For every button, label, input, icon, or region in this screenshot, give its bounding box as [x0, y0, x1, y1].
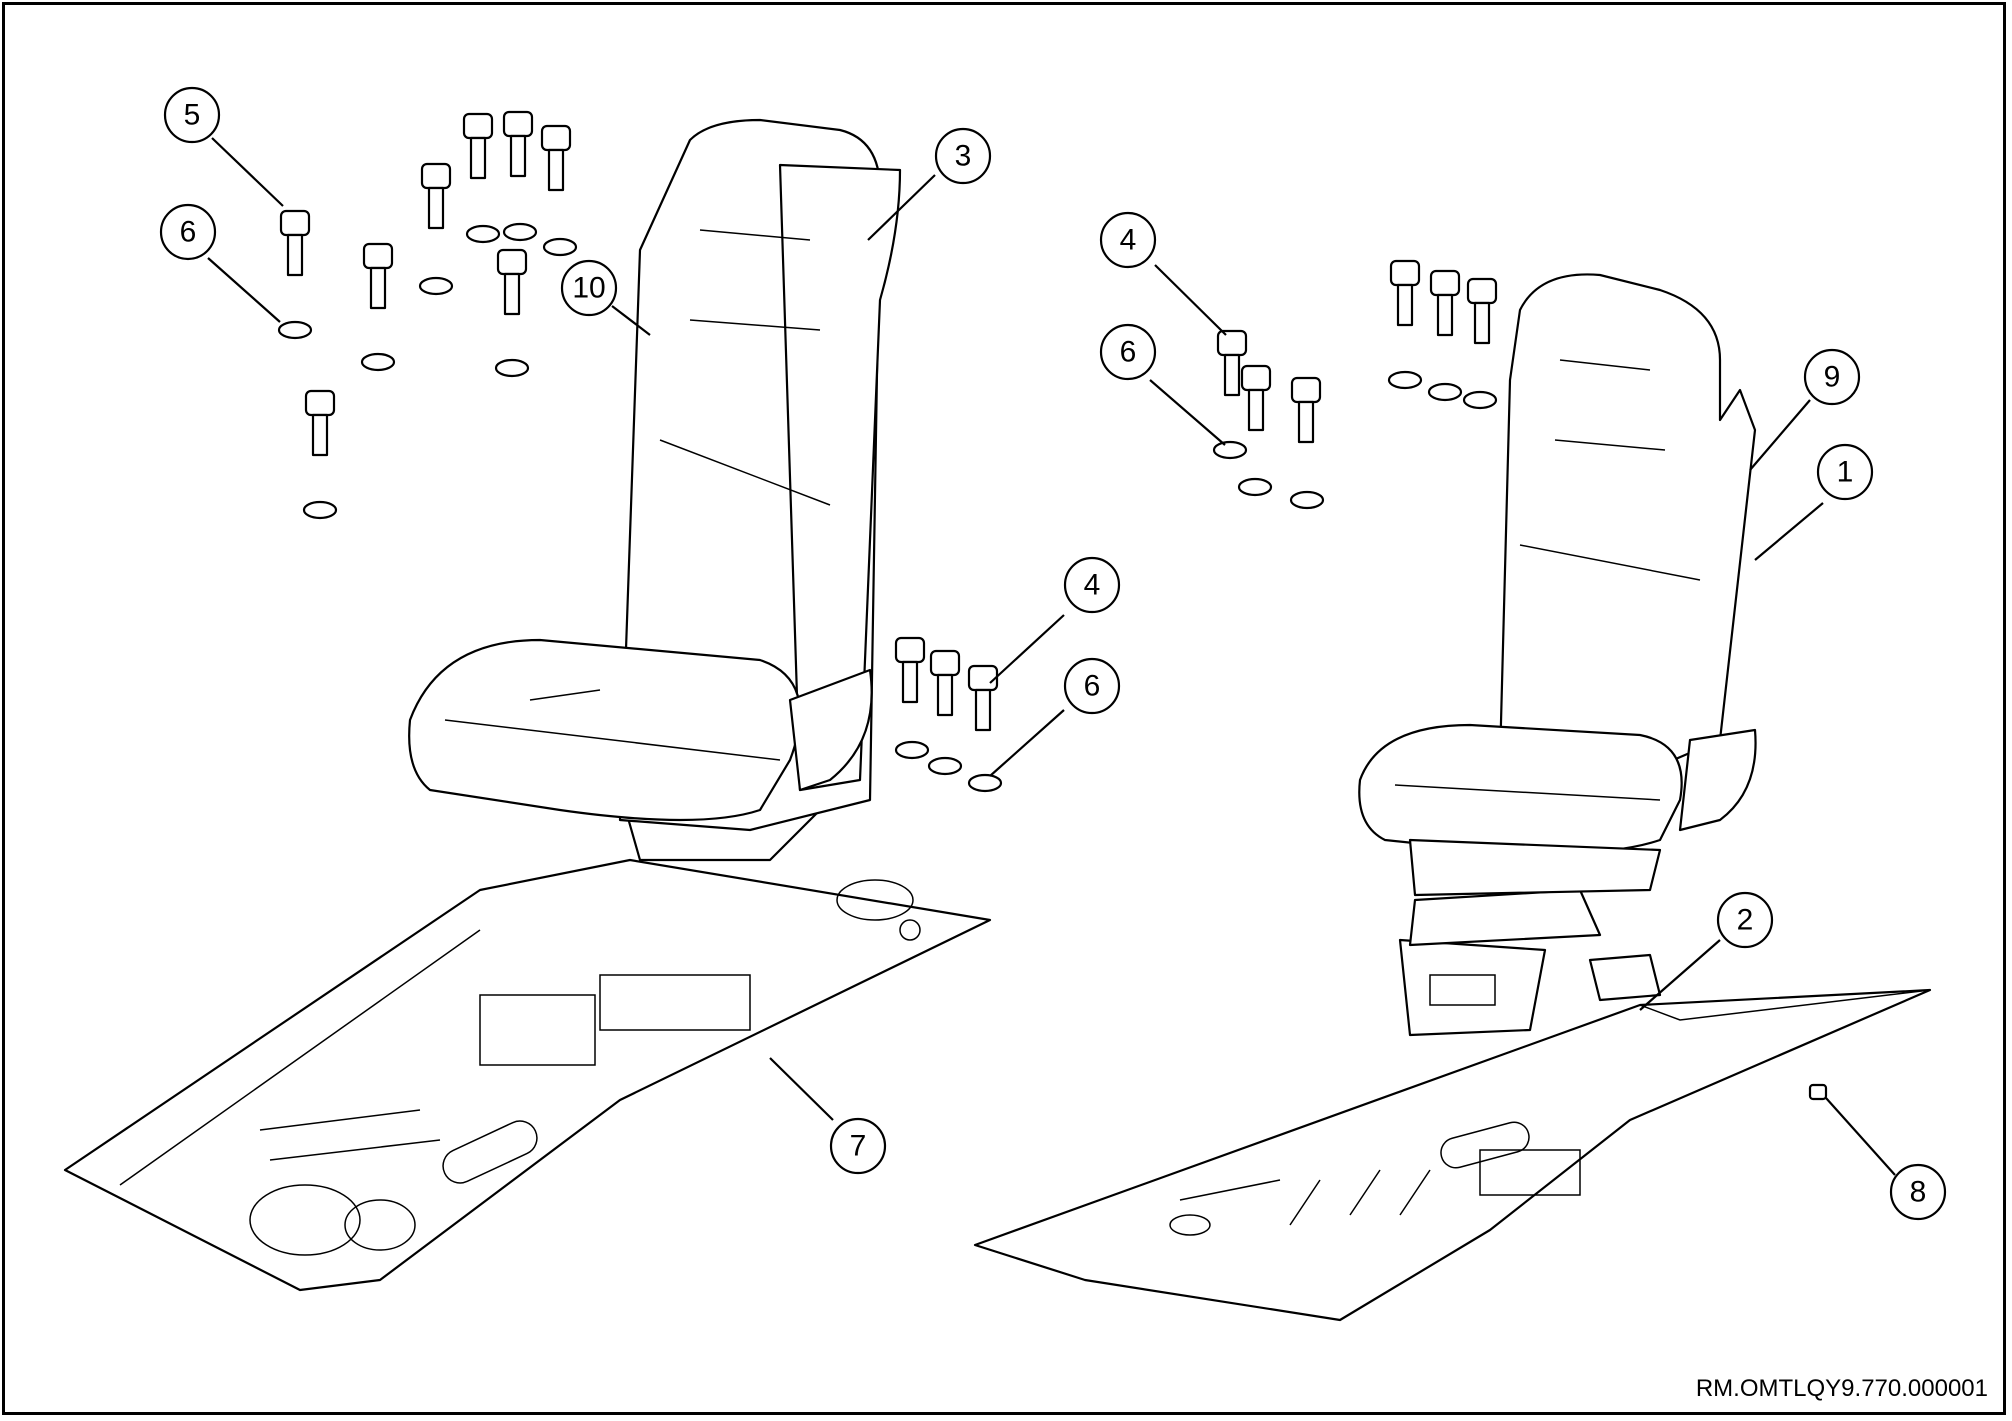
callout-6-right: 6 [1099, 323, 1157, 381]
svg-text:2: 2 [1737, 904, 1754, 937]
callout-7: 7 [829, 1117, 887, 1175]
callout-6-upper-left: 6 [159, 203, 217, 261]
svg-text:10: 10 [572, 272, 605, 305]
callout-5: 5 [163, 86, 221, 144]
svg-text:9: 9 [1824, 361, 1841, 394]
svg-text:7: 7 [850, 1130, 867, 1163]
svg-text:4: 4 [1120, 224, 1137, 257]
seat-switch-bracket [1588, 953, 1662, 1002]
callout-6-middle: 6 [1063, 657, 1121, 715]
svg-text:4: 4 [1084, 569, 1101, 602]
floor-panel-right [973, 988, 1932, 1322]
svg-text:6: 6 [1084, 670, 1101, 703]
seat-right [1358, 273, 1757, 897]
callout-4-middle: 4 [1063, 556, 1121, 614]
callout-2: 2 [1716, 891, 1774, 949]
svg-text:1: 1 [1837, 456, 1854, 489]
bolt-set-upper-right [1212, 259, 1498, 510]
floor-panel-left [63, 858, 992, 1292]
callout-9: 9 [1803, 348, 1861, 406]
bolt-set-middle [894, 636, 1003, 793]
bolt-set-upper-left [277, 110, 578, 520]
svg-text:6: 6 [1120, 336, 1137, 369]
plug-8 [1808, 1083, 1828, 1101]
svg-text:8: 8 [1910, 1176, 1927, 1209]
callout-4-right: 4 [1099, 211, 1157, 269]
callout-1: 1 [1816, 443, 1874, 501]
svg-text:6: 6 [180, 216, 197, 249]
leader-lines [207, 137, 1896, 1176]
svg-text:3: 3 [955, 140, 972, 173]
seat-base-riser [1398, 888, 1662, 1037]
callout-8: 8 [1889, 1163, 1947, 1221]
drawing-reference-number: RM.OMTLQY9.770.000001 [1695, 1375, 1988, 1402]
svg-text:5: 5 [184, 99, 201, 132]
callout-3: 3 [934, 127, 992, 185]
callout-10: 10 [560, 259, 618, 317]
seat-left [408, 118, 902, 862]
